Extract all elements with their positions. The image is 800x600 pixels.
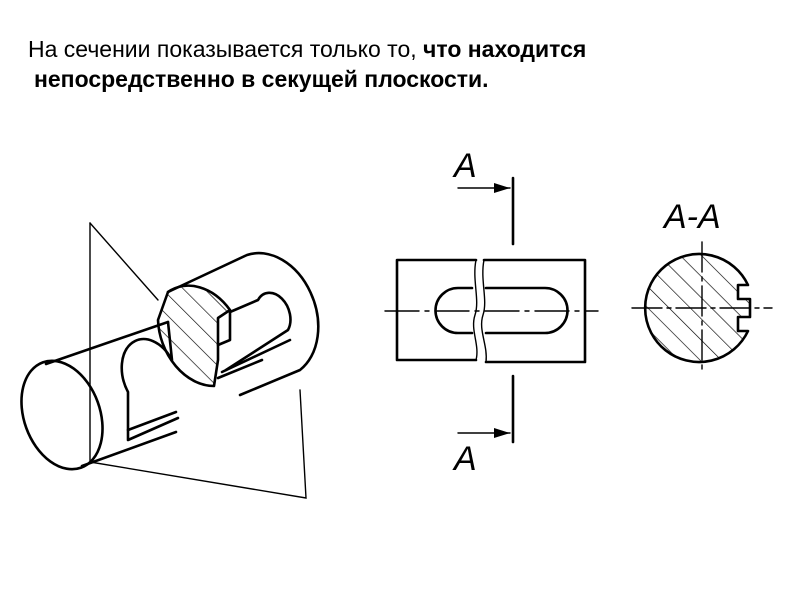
left-cylinder-slot-floor (126, 410, 178, 432)
slide-heading: На сечении показывается только то, что н… (28, 34, 788, 94)
heading-bold-text-2: непосредственно в секущей плоскости. (34, 66, 489, 92)
cutting-plane-edge (89, 222, 159, 301)
cutting-arrow-top (457, 183, 511, 193)
cutting-plane (89, 222, 307, 499)
right-slot-floor (220, 338, 292, 374)
left-cylinder-end-face (20, 359, 104, 471)
front-view: A A (384, 147, 599, 478)
left-cylinder-body (44, 320, 178, 468)
right-cylinder-lower-edge (216, 358, 264, 380)
break-line-left (472, 259, 478, 361)
right-cylinder-body (166, 251, 320, 397)
hatched-cut-face (156, 284, 232, 388)
isometric-view (20, 222, 320, 499)
section-mark-bottom-label: A (452, 440, 477, 478)
break-line-right (480, 259, 487, 363)
section-hatching (645, 254, 750, 363)
heading-normal-text: На сечении показывается только то, (28, 36, 424, 62)
right-slot-outline (224, 291, 292, 372)
section-outline (643, 252, 752, 364)
left-cylinder-slot (120, 320, 180, 442)
front-view-left-block (395, 258, 478, 362)
cutting-arrow-bottom (457, 428, 511, 438)
right-slot-step (216, 310, 232, 347)
section-mark-top-label: A (452, 147, 477, 185)
heading-bold-text-1: что находится (423, 36, 587, 62)
section-title-label: A-A (662, 198, 721, 236)
section-view: A-A (631, 198, 773, 375)
